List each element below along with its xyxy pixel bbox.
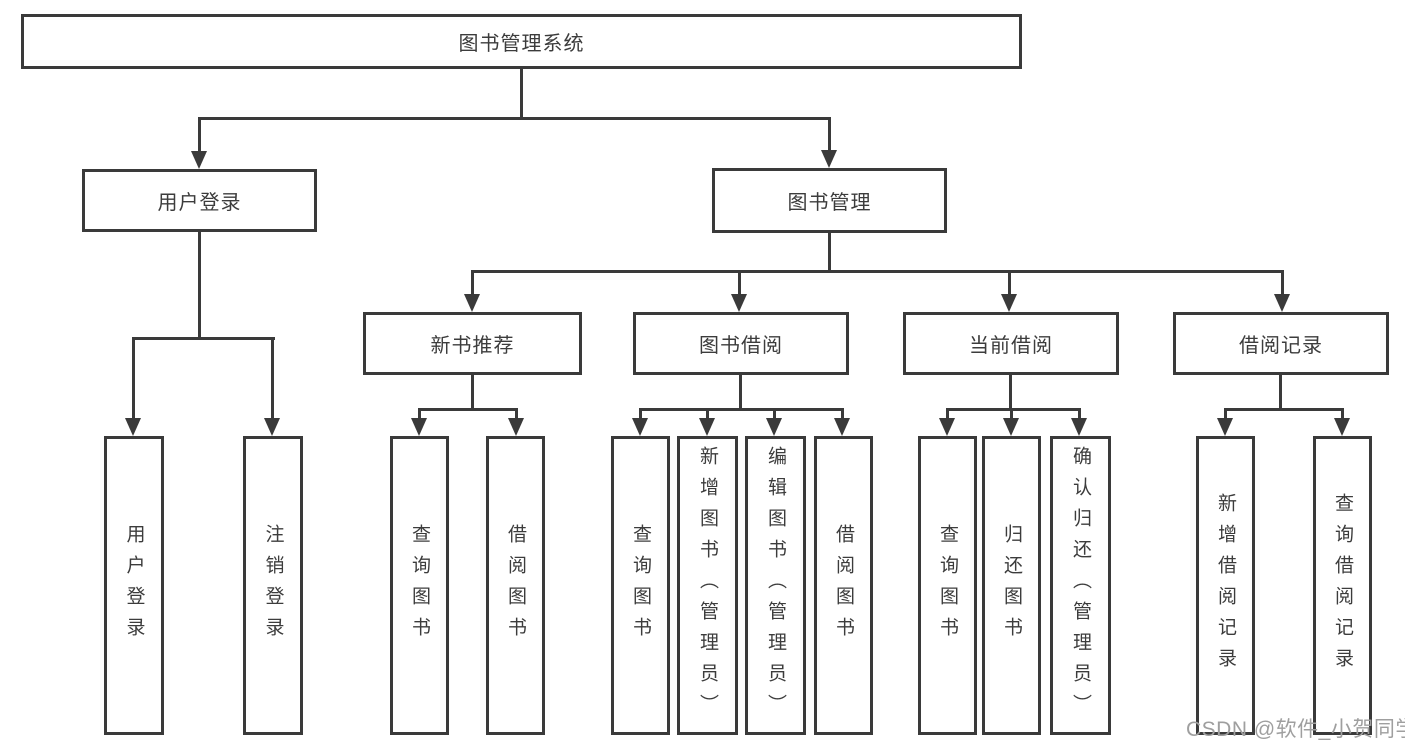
node-book-borrow: 图书借阅 [633, 312, 849, 375]
leaf-query-books-current: 查询图书 [918, 436, 977, 735]
node-book-management-label: 图书管理 [787, 192, 872, 214]
leaf-query-books-borrow: 查询图书 [611, 436, 670, 735]
connector-line [1224, 408, 1227, 420]
arrowhead-down-icon [1003, 418, 1019, 436]
connector-line [1341, 408, 1344, 420]
connector-line [1281, 270, 1284, 296]
arrowhead-down-icon [699, 418, 715, 436]
leaf-confirm-return-admin: 确认归还（管理员） [1050, 436, 1111, 735]
leaf-query-books-current-label: 查询图书 [937, 523, 958, 648]
leaf-edit-books-admin-label: 编辑图书（管理员） [765, 446, 786, 725]
leaf-query-borrow-record-label: 查询借阅记录 [1332, 492, 1353, 679]
node-borrow-records: 借阅记录 [1173, 312, 1389, 375]
connector-line [841, 408, 844, 420]
connector-line [706, 408, 709, 420]
connector-line [738, 270, 741, 296]
leaf-query-books-recommend: 查询图书 [390, 436, 449, 735]
connector-line [418, 408, 421, 420]
connector-line [515, 408, 518, 420]
arrowhead-down-icon [1217, 418, 1233, 436]
arrowhead-down-icon [191, 151, 207, 169]
connector-line [1008, 270, 1011, 296]
arrowhead-down-icon [632, 418, 648, 436]
arrowhead-down-icon [264, 418, 280, 436]
connector-line [198, 117, 201, 153]
arrowhead-down-icon [1274, 294, 1290, 312]
connector-line [418, 408, 518, 411]
node-new-book-recommend-label: 新书推荐 [430, 335, 515, 357]
leaf-add-borrow-record: 新增借阅记录 [1196, 436, 1255, 735]
connector-line [1224, 408, 1344, 411]
leaf-borrow-books-label: 借阅图书 [833, 523, 854, 648]
connector-line [773, 408, 776, 420]
connector-line [132, 337, 275, 340]
connector-line [271, 337, 274, 420]
leaf-user-login-label: 用户登录 [123, 523, 145, 648]
connector-line [471, 270, 474, 296]
connector-line [639, 408, 642, 420]
csdn-watermark: CSDN @软件_小贺同学 [1186, 718, 1405, 741]
node-root: 图书管理系统 [21, 14, 1022, 69]
connector-line [1009, 375, 1012, 408]
leaf-return-books: 归还图书 [982, 436, 1041, 735]
arrowhead-down-icon [1071, 418, 1087, 436]
node-new-book-recommend: 新书推荐 [363, 312, 582, 375]
leaf-borrow-books: 借阅图书 [814, 436, 873, 735]
leaf-add-books-admin: 新增图书（管理员） [677, 436, 738, 735]
arrowhead-down-icon [731, 294, 747, 312]
leaf-query-books-borrow-label: 查询图书 [630, 523, 651, 648]
arrowhead-down-icon [1334, 418, 1350, 436]
connector-line [946, 408, 1081, 411]
leaf-query-books-recommend-label: 查询图书 [409, 523, 430, 648]
node-book-management: 图书管理 [712, 168, 947, 233]
connector-line [739, 375, 742, 408]
leaf-borrow-books-recommend: 借阅图书 [486, 436, 545, 735]
arrowhead-down-icon [834, 418, 850, 436]
leaf-logout: 注销登录 [243, 436, 303, 735]
leaf-add-borrow-record-label: 新增借阅记录 [1215, 492, 1236, 679]
connector-line [471, 270, 1284, 273]
arrowhead-down-icon [464, 294, 480, 312]
node-user-login-label: 用户登录 [157, 192, 242, 214]
connector-line [828, 233, 831, 270]
arrowhead-down-icon [1001, 294, 1017, 312]
connector-line [520, 69, 523, 117]
connector-line [639, 408, 844, 411]
connector-line [198, 117, 831, 120]
connector-line [828, 117, 831, 152]
arrowhead-down-icon [411, 418, 427, 436]
connector-line [198, 232, 201, 337]
node-user-login: 用户登录 [82, 169, 317, 232]
leaf-confirm-return-admin-label: 确认归还（管理员） [1070, 446, 1091, 725]
arrowhead-down-icon [508, 418, 524, 436]
node-borrow-records-label: 借阅记录 [1239, 335, 1323, 357]
connector-line [1010, 408, 1013, 420]
leaf-logout-label: 注销登录 [262, 523, 284, 648]
node-root-label: 图书管理系统 [458, 33, 585, 55]
connector-line [1279, 375, 1282, 408]
connector-line [132, 337, 135, 420]
node-current-borrow: 当前借阅 [903, 312, 1119, 375]
arrowhead-down-icon [125, 418, 141, 436]
connector-line [471, 375, 474, 408]
arrowhead-down-icon [766, 418, 782, 436]
connector-line [946, 408, 949, 420]
leaf-user-login: 用户登录 [104, 436, 164, 735]
leaf-add-books-admin-label: 新增图书（管理员） [697, 446, 718, 725]
arrowhead-down-icon [821, 150, 837, 168]
leaf-return-books-label: 归还图书 [1001, 523, 1022, 648]
leaf-edit-books-admin: 编辑图书（管理员） [745, 436, 806, 735]
arrowhead-down-icon [939, 418, 955, 436]
leaf-borrow-books-recommend-label: 借阅图书 [505, 523, 526, 648]
node-book-borrow-label: 图书借阅 [699, 335, 783, 357]
leaf-query-borrow-record: 查询借阅记录 [1313, 436, 1372, 735]
node-current-borrow-label: 当前借阅 [969, 335, 1053, 357]
connector-line [1078, 408, 1081, 420]
